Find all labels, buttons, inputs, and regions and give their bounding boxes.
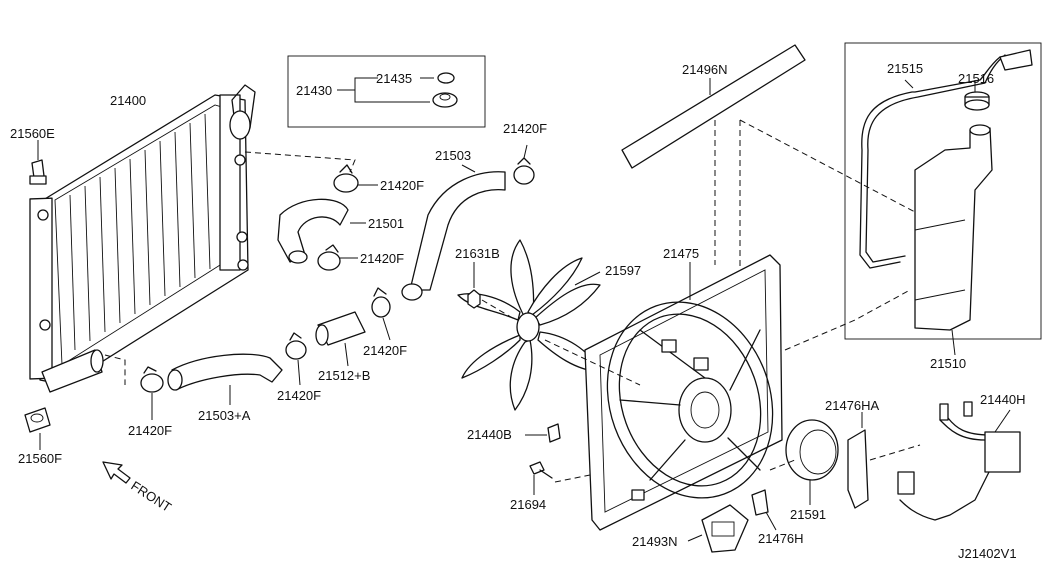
callout-21420F: 21420F	[380, 178, 424, 193]
callout-21591: 21591	[790, 507, 826, 522]
reservoir-cap-21516	[964, 80, 990, 111]
front-label: FRONT	[128, 478, 174, 515]
bracket-21476H	[751, 489, 777, 531]
pipe-21512-B	[315, 311, 366, 367]
callout-21496N: 21496N	[682, 62, 728, 77]
cap-kit-box-21430	[287, 55, 486, 128]
callout-21503: 21503	[435, 148, 471, 163]
reservoir-tank-21510	[914, 124, 993, 356]
callout-21476HA: 21476HA	[825, 398, 880, 413]
callout-21694: 21694	[510, 497, 546, 512]
callout-21420F: 21420F	[277, 388, 321, 403]
diagram-id: J21402V1	[958, 546, 1017, 561]
bracket-21476HA	[847, 412, 869, 509]
callout-21597: 21597	[605, 263, 641, 278]
hose-21503	[401, 164, 506, 301]
callout-21493N: 21493N	[632, 534, 678, 549]
cooling-fan-21597	[457, 239, 601, 411]
fan-shroud-21475	[584, 254, 783, 531]
callout-21631B: 21631B	[455, 246, 500, 261]
callout-21560F: 21560F	[18, 451, 62, 466]
front-arrow	[102, 461, 131, 484]
hose-clamp	[317, 244, 358, 271]
callout-21503-A: 21503+A	[198, 408, 251, 423]
callout-21435: 21435	[376, 71, 412, 86]
callout-21420F: 21420F	[128, 423, 172, 438]
callout-21440B: 21440B	[467, 427, 512, 442]
hose-clamp	[285, 332, 307, 386]
hose-clamp	[140, 366, 164, 420]
hose-21503-A	[167, 353, 283, 405]
hose-clamp	[333, 164, 378, 193]
radiator	[29, 84, 256, 393]
callout-21430: 21430	[296, 83, 332, 98]
callout-21515: 21515	[887, 61, 923, 76]
clip-21440B	[525, 423, 561, 443]
bolt-21694	[529, 461, 591, 495]
callout-21501: 21501	[368, 216, 404, 231]
callout-21420F: 21420F	[363, 343, 407, 358]
hose-21501	[277, 198, 366, 264]
harness-21440H	[897, 401, 1021, 521]
callout-21400: 21400	[110, 93, 146, 108]
fan-motor-21591	[785, 419, 839, 505]
callout-21516: 21516	[958, 71, 994, 86]
reservoir-kit-box	[844, 42, 1042, 340]
hose-clamp	[371, 287, 391, 341]
callout-21475: 21475	[663, 246, 699, 261]
callout-21512-B: 21512+B	[318, 368, 370, 383]
hose-clamp	[513, 144, 535, 185]
callout-21440H: 21440H	[980, 392, 1026, 407]
callout-21560E: 21560E	[10, 126, 55, 141]
callout-21420F: 21420F	[360, 251, 404, 266]
radiator-mount-upper-21560E	[29, 140, 47, 185]
resistor-21493N	[687, 504, 749, 553]
callout-21420F: 21420F	[503, 121, 547, 136]
seal-21496N	[621, 44, 806, 169]
callout-21510: 21510	[930, 356, 966, 371]
nut-21631B	[467, 262, 517, 321]
radiator-mount-lower-21560F	[24, 407, 51, 450]
callout-21476H: 21476H	[758, 531, 804, 546]
